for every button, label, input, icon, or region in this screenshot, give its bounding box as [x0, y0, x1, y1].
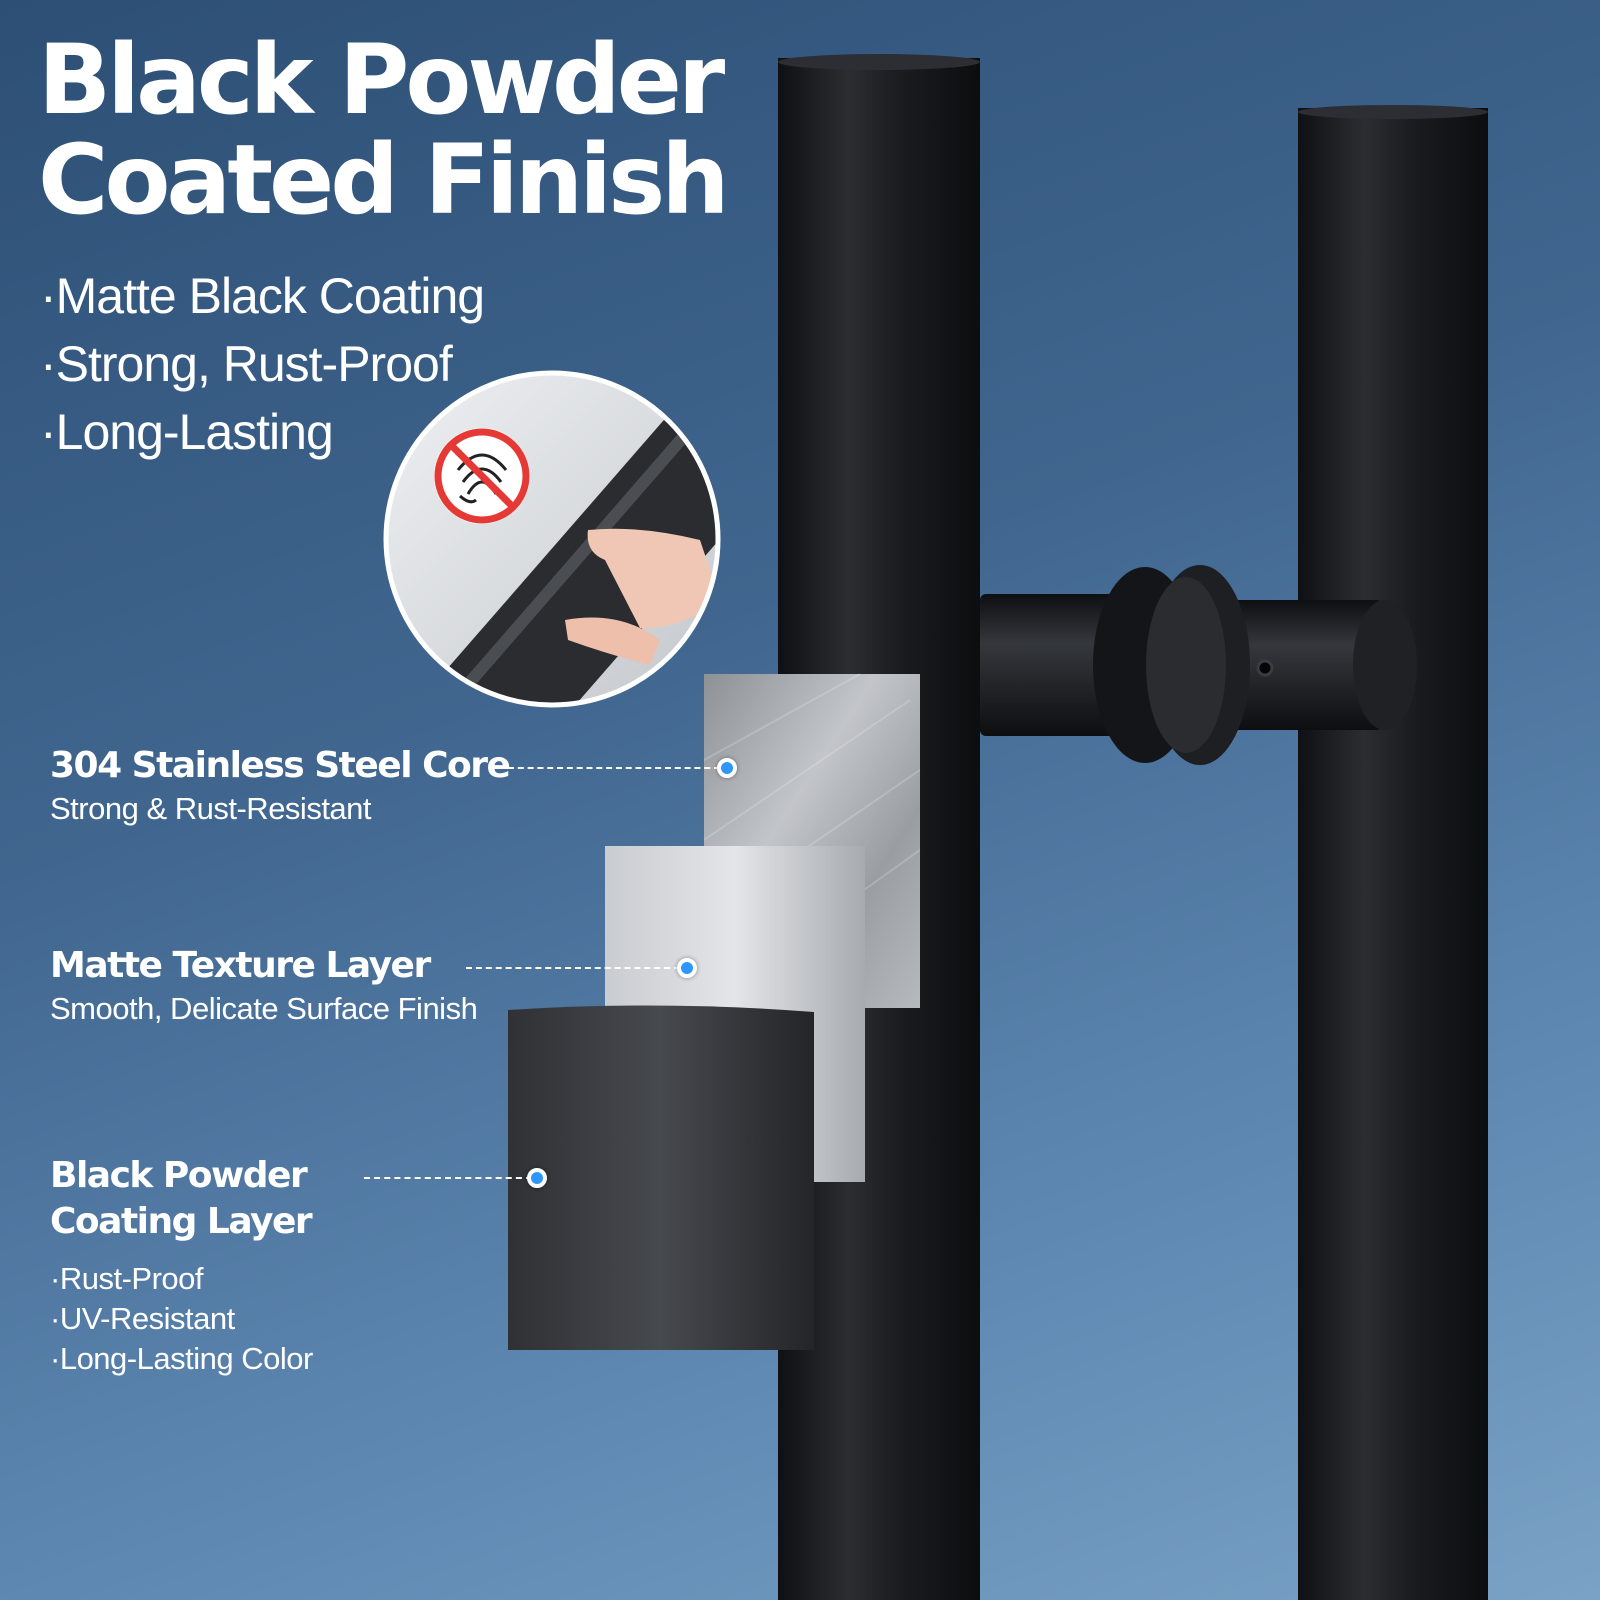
page-title: Black Powder Coated Finish — [38, 24, 730, 236]
steel-core-leader — [508, 767, 720, 769]
steel-core-dot — [717, 758, 737, 778]
feature-item: Long-Lasting — [40, 398, 484, 466]
layer-subtitle: Smooth, Delicate Surface Finish — [50, 991, 478, 1026]
feature-item: Matte Black Coating — [40, 262, 485, 330]
feature-list: Matte Black Coating Strong, Rust-Proof L… — [40, 262, 485, 466]
matte-layer-label: Matte Texture Layer Smooth, Delicate Sur… — [50, 943, 478, 1029]
black-coating-label: Black Powder Coating Layer Rust-Proof UV… — [50, 1153, 313, 1379]
title-line-1: Black Powder — [38, 24, 725, 136]
coating-point: UV-Resistant — [50, 1299, 313, 1339]
steel-core-label: 304 Stainless Steel Core Strong & Rust-R… — [50, 743, 511, 829]
layer-title-line-2: Coating Layer — [50, 1201, 313, 1242]
layer-title-line-1: Black Powder — [50, 1155, 308, 1196]
feature-item: Strong, Rust-Proof — [40, 330, 484, 398]
black-coating-dot — [527, 1168, 547, 1188]
standoff-connector — [980, 565, 1417, 765]
layer-title: Matte Texture Layer — [50, 945, 431, 986]
right-bar — [1298, 105, 1488, 1600]
coating-points: Rust-Proof UV-Resistant Long-Lasting Col… — [50, 1259, 313, 1379]
layer-subtitle: Strong & Rust-Resistant — [50, 791, 372, 826]
black-coating-swatch — [508, 1005, 814, 1350]
coating-point: Rust-Proof — [50, 1259, 313, 1299]
matte-layer-leader — [466, 967, 680, 969]
layer-title: 304 Stainless Steel Core — [50, 745, 511, 786]
black-coating-leader — [364, 1177, 532, 1179]
coating-point: Long-Lasting Color — [50, 1339, 313, 1379]
matte-layer-dot — [677, 958, 697, 978]
title-line-2: Coated Finish — [38, 124, 730, 236]
